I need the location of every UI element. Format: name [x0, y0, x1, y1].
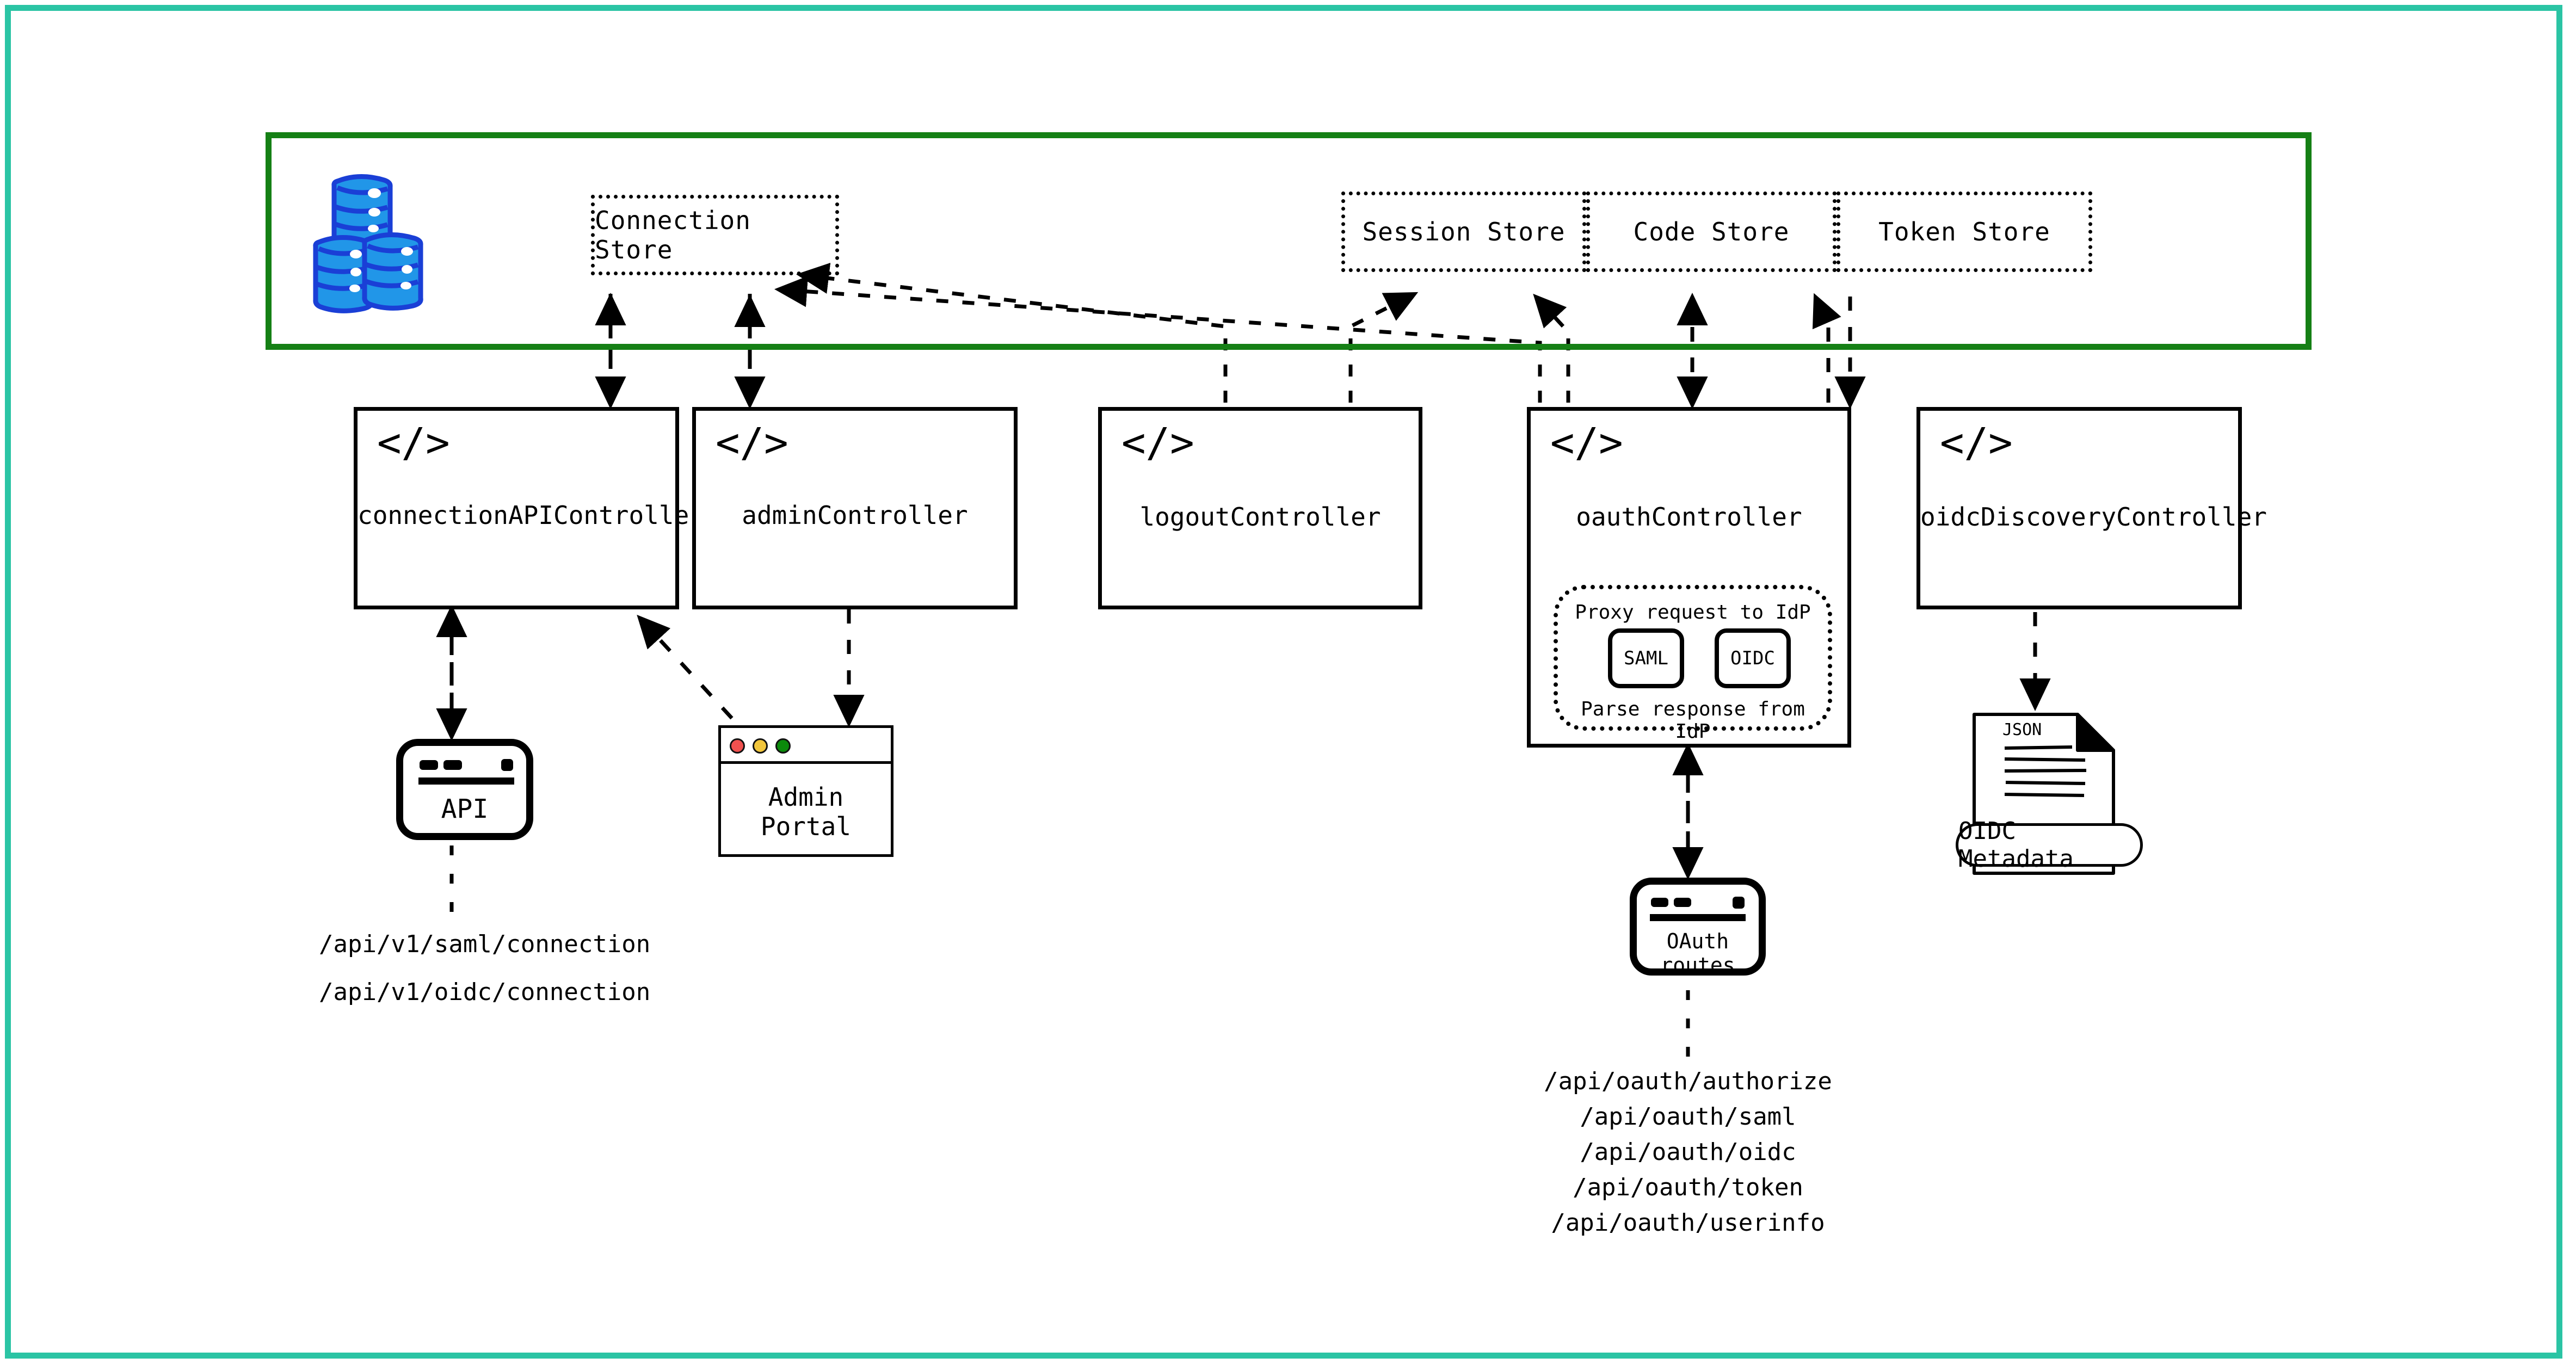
connection-api-controller-label: connectionAPIController [358, 501, 704, 530]
edge-oauth-to-connectionstore [774, 276, 1542, 403]
code-store-label: Code Store [1633, 217, 1790, 246]
session-store-label: Session Store [1362, 217, 1566, 246]
code-icon: </> [716, 419, 788, 466]
window-divider [418, 777, 514, 785]
store-zone [266, 132, 2312, 350]
oidc-protocol-chip[interactable]: OIDC [1715, 628, 1791, 688]
oidc-discovery-controller[interactable]: </> oidcDiscoveryController [1916, 407, 2267, 609]
traffic-light-red[interactable] [730, 738, 745, 754]
edge-oauth-to-tokenstore [1812, 293, 1841, 403]
admin-portal-titlebar [721, 728, 891, 764]
admin-portal-window[interactable]: Admin Portal [718, 725, 893, 857]
edge-adminportal-to-connapi [637, 614, 734, 720]
admin-controller[interactable]: </> adminController [692, 407, 1018, 609]
endpoint-oidc-connection: /api/v1/oidc/connection [319, 978, 651, 1006]
proxy-group: Proxy request to IdP SAML OIDC Parse res… [1554, 585, 1832, 743]
session-store[interactable]: Session Store [1341, 192, 1586, 272]
endpoint-oauth-authorize: /api/oauth/authorize [1544, 1067, 1832, 1095]
endpoint-saml-connection: /api/v1/saml/connection [319, 930, 651, 958]
endpoint-oauth-token: /api/oauth/token [1573, 1174, 1803, 1202]
json-doc-type-text: JSON [2002, 720, 2042, 739]
window-dot-3 [1733, 897, 1745, 909]
code-store[interactable]: Code Store [1586, 192, 1837, 272]
connection-store[interactable]: Connection Store [591, 195, 839, 275]
traffic-light-yellow[interactable] [753, 738, 768, 754]
window-divider [1650, 914, 1746, 921]
database-stack-icon [313, 174, 423, 313]
parse-response-label: Parse response from IdP [1581, 698, 1805, 743]
endpoint-oauth-saml: /api/oauth/saml [1580, 1103, 1796, 1131]
admin-controller-label: adminController [742, 501, 968, 530]
code-icon: </> [1550, 419, 1623, 466]
oidc-discovery-controller-label: oidcDiscoveryController [1920, 502, 2267, 532]
api-client[interactable]: API [396, 739, 533, 840]
saml-protocol-chip[interactable]: SAML [1608, 628, 1684, 688]
oauth-routes-label: OAuth routes [1660, 929, 1735, 977]
oauth-controller[interactable]: </> oauthController Proxy request to IdP… [1527, 407, 1851, 748]
code-icon: </> [1121, 419, 1194, 466]
code-icon: </> [1940, 419, 2013, 466]
logout-controller[interactable]: </> logoutController [1098, 407, 1422, 609]
proxy-request-label: Proxy request to IdP [1575, 601, 1811, 624]
connection-api-endpoints: /api/v1/saml/connection /api/v1/oidc/con… [319, 921, 700, 1016]
oauth-endpoints: /api/oauth/authorize /api/oauth/saml /ap… [1470, 1064, 1906, 1241]
connection-api-controller[interactable]: </> connectionAPIController [354, 407, 704, 609]
code-icon: </> [377, 419, 450, 466]
oauth-routes-window[interactable]: OAuth routes [1630, 878, 1766, 977]
window-dot-1 [420, 760, 438, 770]
window-dot-2 [443, 760, 462, 770]
logout-controller-label: logoutController [1139, 502, 1381, 532]
token-store[interactable]: Token Store [1837, 192, 2092, 272]
traffic-light-green[interactable] [775, 738, 791, 754]
connection-store-label: Connection Store [595, 206, 751, 264]
window-dot-1 [1651, 898, 1668, 907]
api-client-label: API [441, 794, 489, 824]
endpoint-oauth-userinfo: /api/oauth/userinfo [1551, 1209, 1825, 1237]
endpoint-oauth-oidc: /api/oauth/oidc [1580, 1138, 1796, 1167]
oauth-controller-label: oauthController [1576, 502, 1802, 532]
window-dot-3 [501, 759, 513, 771]
window-dot-2 [1674, 898, 1691, 907]
outer-frame-border [5, 5, 2562, 1359]
oidc-metadata-label: OIDC Metadata [1956, 817, 2143, 873]
admin-portal-label: Admin Portal [760, 782, 852, 841]
token-store-label: Token Store [1878, 217, 2050, 246]
